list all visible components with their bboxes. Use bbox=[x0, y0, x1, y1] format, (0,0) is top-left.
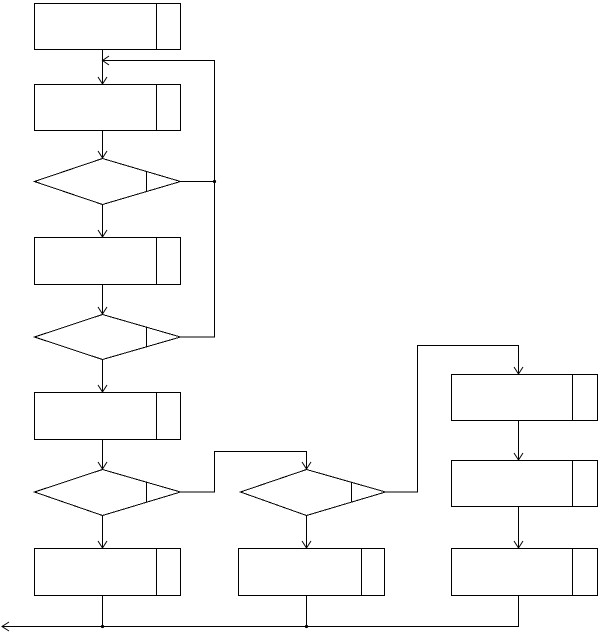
process-block bbox=[451, 460, 598, 507]
process-block bbox=[34, 84, 181, 131]
decision-block bbox=[32, 468, 183, 517]
junction-dot bbox=[212, 179, 217, 184]
junction-dot bbox=[304, 624, 309, 629]
process-block bbox=[451, 548, 598, 596]
arrowhead-left bbox=[101, 55, 110, 66]
process-block bbox=[238, 548, 385, 596]
process-block bbox=[34, 3, 181, 50]
decision-blocks bbox=[32, 157, 388, 517]
decision-block bbox=[32, 313, 183, 361]
process-block bbox=[34, 548, 181, 596]
connector-loop-back bbox=[102, 60, 215, 338]
process-block bbox=[34, 392, 181, 440]
junctions bbox=[100, 179, 309, 629]
process-block bbox=[451, 374, 598, 421]
connector-b9-exit bbox=[2, 596, 519, 627]
connector-d4-b7 bbox=[386, 345, 519, 493]
arrowhead-exit-left bbox=[1, 621, 10, 632]
decision-block bbox=[32, 157, 183, 206]
connector-d3-d4 bbox=[181, 451, 307, 493]
decision-block bbox=[238, 468, 388, 517]
junction-dot bbox=[100, 624, 105, 629]
connectors bbox=[2, 50, 519, 627]
process-block bbox=[34, 237, 181, 285]
process-blocks bbox=[34, 3, 598, 596]
